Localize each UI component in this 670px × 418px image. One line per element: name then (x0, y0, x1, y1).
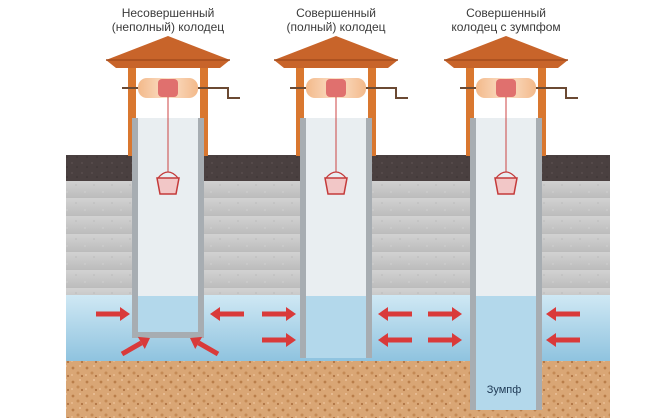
arrow-w3-left-in-bottom (428, 333, 462, 347)
arrow-w1-left-in (96, 307, 130, 321)
well-3-title-line-1: Совершенный (466, 6, 546, 20)
bucket-icon (494, 177, 518, 195)
well-1-title-line-2: (неполный) колодец (112, 20, 225, 34)
bucket-icon (324, 177, 348, 195)
arrow-w3-right-in-top (546, 307, 580, 321)
well-roof (444, 36, 568, 68)
shaft-water (138, 296, 198, 332)
arrow-w3-left-in-top (428, 307, 462, 321)
well-1-title-line-1: Несовершенный (122, 6, 215, 20)
wells-layer (106, 36, 578, 410)
well-post-right (200, 68, 208, 156)
bucket-handle (325, 171, 347, 179)
arrow-w2-left-in-bottom (262, 333, 296, 347)
well-roof (274, 36, 398, 68)
well-post-left (466, 68, 474, 156)
bucket-handle (495, 171, 517, 179)
rope-coil (158, 79, 178, 97)
bucket-icon (156, 177, 180, 195)
crank-handle (552, 87, 578, 99)
water-flow-arrows (96, 307, 580, 357)
sump-label: Зумпф (487, 384, 522, 396)
well-2-title-line-2: (полный) колодец (286, 20, 385, 34)
well-post-left (296, 68, 304, 156)
well-3 (444, 36, 578, 410)
arrow-w2-left-in-top (262, 307, 296, 321)
well-3-title-line-2: колодец с зумпфом (451, 20, 560, 34)
well-1 (106, 36, 240, 338)
arrow-w3-right-in-bottom (546, 333, 580, 347)
well-2 (274, 36, 408, 358)
crank-handle (382, 87, 408, 99)
bucket-handle (157, 171, 179, 179)
well-post-left (128, 68, 136, 156)
well-post-right (368, 68, 376, 156)
well-roof (106, 36, 230, 68)
arrow-w1-right-in (210, 307, 244, 321)
rope-coil (326, 79, 346, 97)
well-post-right (538, 68, 546, 156)
arrow-w1-bottom-right-up (190, 336, 220, 357)
well-2-title-line-1: Совершенный (296, 6, 376, 20)
arrow-w2-right-in-bottom (378, 333, 412, 347)
arrow-w2-right-in-top (378, 307, 412, 321)
shaft-water (476, 296, 536, 410)
rope-coil (496, 79, 516, 97)
shaft-water (306, 296, 366, 358)
crank-handle (214, 87, 240, 99)
arrow-w1-bottom-left-up (120, 336, 150, 357)
